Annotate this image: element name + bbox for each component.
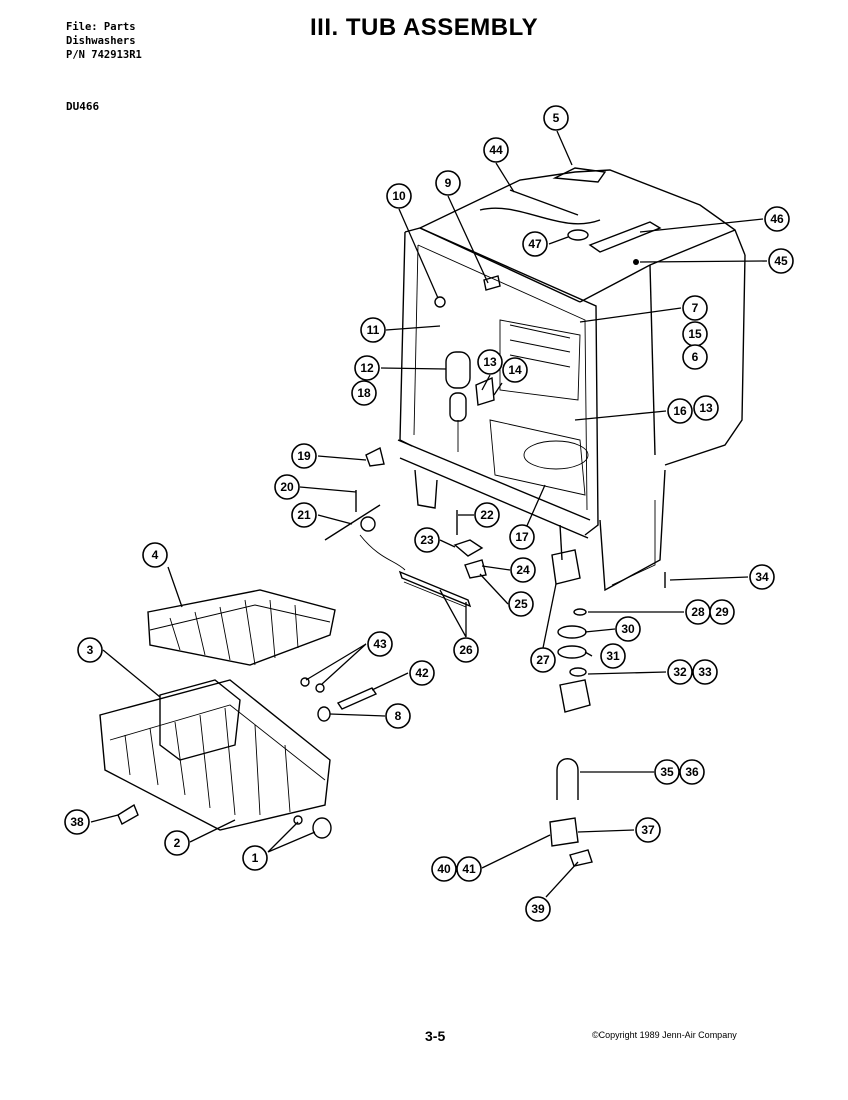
callout-11: 11 xyxy=(367,323,380,337)
callout-32: 32 xyxy=(673,665,687,679)
copyright-notice: ©Copyright 1989 Jenn-Air Company xyxy=(592,1030,737,1040)
callouts: 5 44 9 10 46 47 45 7 15 6 11 12 18 13 14… xyxy=(64,105,794,922)
callout-31: 31 xyxy=(606,649,620,663)
leader-lines xyxy=(90,130,768,898)
page-title: III. TUB ASSEMBLY xyxy=(310,14,539,41)
callout-13a: 13 xyxy=(483,355,497,369)
category-line: Dishwashers xyxy=(66,35,136,47)
callout-17: 17 xyxy=(515,530,529,544)
callout-34: 34 xyxy=(755,570,769,584)
callout-6: 6 xyxy=(692,350,699,364)
callout-40: 40 xyxy=(437,862,451,876)
callout-38: 38 xyxy=(70,815,84,829)
callout-27: 27 xyxy=(536,653,550,667)
tub-drawing xyxy=(99,167,746,867)
callout-46: 46 xyxy=(770,212,784,226)
callout-39: 39 xyxy=(531,902,545,916)
callout-43: 43 xyxy=(373,637,387,651)
callout-19: 19 xyxy=(297,449,311,463)
callout-37: 37 xyxy=(641,823,655,837)
callout-13b: 13 xyxy=(699,401,713,415)
callout-12: 12 xyxy=(360,361,374,375)
callout-10: 10 xyxy=(392,189,406,203)
callout-36: 36 xyxy=(685,765,699,779)
callout-7: 7 xyxy=(692,301,699,315)
callout-45: 45 xyxy=(774,254,788,268)
part-number-line: P/N 742913R1 xyxy=(66,49,142,61)
callout-33: 33 xyxy=(698,665,712,679)
model-number: DU466 xyxy=(66,100,100,113)
callout-9: 9 xyxy=(445,176,452,190)
callout-15: 15 xyxy=(688,327,702,341)
callout-42: 42 xyxy=(415,666,429,680)
callout-14: 14 xyxy=(508,363,522,377)
callout-16: 16 xyxy=(673,404,687,418)
callout-47: 47 xyxy=(528,237,542,251)
callout-26: 26 xyxy=(459,643,473,657)
callout-41: 41 xyxy=(462,862,476,876)
callout-4: 4 xyxy=(152,548,159,562)
callout-35: 35 xyxy=(660,765,674,779)
callout-22: 22 xyxy=(480,508,494,522)
callout-2: 2 xyxy=(174,836,181,850)
page-number: 3-5 xyxy=(425,1028,446,1044)
callout-5: 5 xyxy=(553,111,560,125)
callout-44: 44 xyxy=(489,143,503,157)
callout-21: 21 xyxy=(297,508,311,522)
callout-20: 20 xyxy=(280,480,294,494)
callout-30: 30 xyxy=(621,622,635,636)
file-info: File: Parts Dishwashers P/N 742913R1 xyxy=(66,20,142,62)
callout-25: 25 xyxy=(514,597,528,611)
callout-23: 23 xyxy=(420,533,434,547)
callout-3: 3 xyxy=(87,643,94,657)
callout-8: 8 xyxy=(395,709,402,723)
callout-29: 29 xyxy=(715,605,729,619)
callout-18: 18 xyxy=(357,386,371,400)
callout-24: 24 xyxy=(516,563,530,577)
callout-28: 28 xyxy=(691,605,705,619)
callout-1: 1 xyxy=(252,851,259,865)
file-line: File: Parts xyxy=(66,21,136,33)
